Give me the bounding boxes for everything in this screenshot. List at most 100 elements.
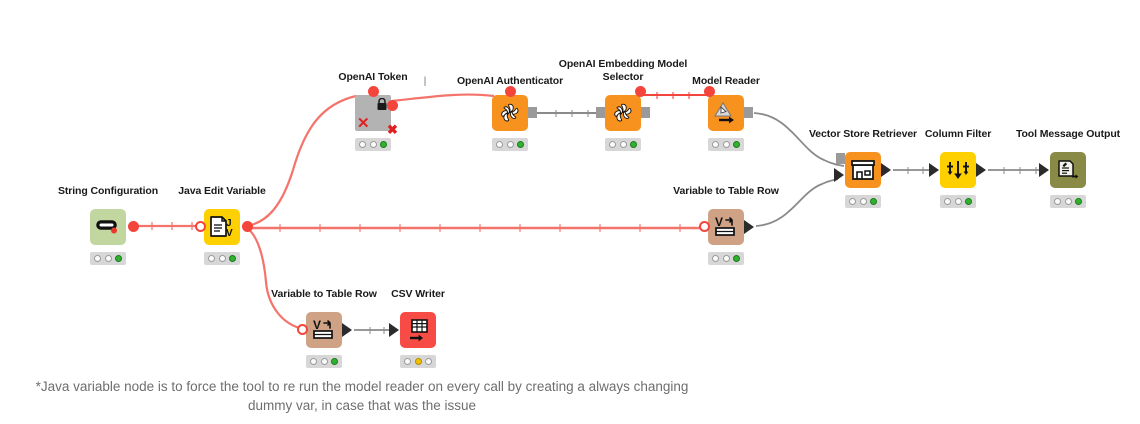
port-out-java-edit-variable[interactable] (242, 221, 253, 232)
port-out-openai-embedding-model-selector[interactable] (641, 107, 650, 118)
port-out-openai-token[interactable] (387, 100, 398, 111)
led-executed (517, 141, 525, 148)
java-edit-variable-body[interactable]: J V (204, 209, 240, 245)
node-label-tool-message-output: Tool Message Output (1015, 128, 1121, 140)
port-out-string-configuration[interactable] (128, 221, 139, 232)
led-idle (1053, 198, 1061, 205)
port-out-variable-to-table-row-bottom[interactable] (342, 323, 352, 337)
status-java-edit-variable (204, 252, 240, 265)
led-queued (954, 198, 962, 205)
node-label-variable-to-table-row-bottom: Variable to Table Row (271, 288, 377, 300)
led-queued (722, 141, 730, 148)
port-in-variable-to-table-row-top[interactable] (699, 221, 710, 232)
status-csv-writer (400, 355, 436, 368)
led-idle (358, 141, 366, 148)
status-openai-embedding-model-selector (605, 138, 641, 151)
led-executed (870, 198, 878, 205)
openai-embedding-model-selector-body[interactable] (605, 95, 641, 131)
csv-write-icon (410, 319, 428, 342)
node-label-openai-authenticator: OpenAI Authenticator (456, 75, 564, 87)
status-column-filter (940, 195, 976, 208)
status-openai-authenticator (492, 138, 528, 151)
port-in-vectorstore-model[interactable] (836, 153, 845, 164)
led-idle (711, 255, 719, 262)
column-filter-body[interactable] (940, 152, 976, 188)
port-out-openai-authenticator[interactable] (528, 107, 537, 118)
tool-message-icon (1058, 160, 1079, 179)
status-model-reader (708, 138, 744, 151)
svg-text:J: J (226, 218, 232, 229)
led-queued (619, 141, 627, 148)
led-executed (425, 358, 433, 365)
store-icon (851, 160, 875, 180)
node-label-vector-store-retriever: Vector Store Retriever (808, 128, 918, 140)
port-in-csv-writer[interactable] (389, 323, 399, 337)
string-configuration-body[interactable] (90, 209, 126, 245)
led-queued (218, 255, 226, 262)
text-caret-marker: | (423, 75, 427, 87)
port-out-vector-store-retriever[interactable] (881, 163, 891, 177)
column-filter-icon (947, 161, 969, 179)
error-x-icon-outer: ✖ (387, 122, 398, 137)
led-executed (733, 255, 741, 262)
node-label-csv-writer: CSV Writer (391, 288, 445, 300)
led-queued (722, 255, 730, 262)
port-in-openai-embedding-model-selector[interactable] (596, 107, 605, 118)
variable-to-table-icon: V (313, 318, 333, 339)
status-string-configuration (90, 252, 126, 265)
led-executed (331, 358, 339, 365)
port-in-java-edit-variable[interactable] (195, 221, 206, 232)
led-queued (369, 141, 377, 148)
port-model-in-model-reader[interactable] (704, 86, 715, 97)
node-openai-token[interactable]: OpenAI Token ✕ ✖ (338, 71, 408, 151)
led-executed (630, 141, 638, 148)
led-executed (1075, 198, 1083, 205)
openai-authenticator-body[interactable] (492, 95, 528, 131)
status-tool-message-output (1050, 195, 1086, 208)
model-reader-body[interactable] (708, 95, 744, 131)
openai-logo-icon (614, 103, 632, 122)
node-label-java-edit-variable: Java Edit Variable (178, 185, 266, 197)
port-model-out-embedding-selector[interactable] (635, 86, 646, 97)
variable-to-table-icon: V (715, 215, 735, 236)
led-idle (848, 198, 856, 205)
svg-text:V: V (226, 228, 233, 239)
java-script-icon: J V (210, 216, 233, 239)
port-in-openai-token[interactable] (368, 86, 379, 97)
string-field-icon (96, 220, 117, 234)
led-idle (711, 141, 719, 148)
port-out-column-filter[interactable] (976, 163, 986, 177)
port-in-tool-message-output[interactable] (1039, 163, 1049, 177)
led-executed (965, 198, 973, 205)
status-vector-store-retriever (845, 195, 881, 208)
led-configured (414, 358, 422, 365)
svg-text:V: V (313, 318, 321, 332)
workflow-annotation-footnote: *Java variable node is to force the tool… (35, 379, 689, 413)
port-in-variable-to-table-row-bottom[interactable] (297, 324, 308, 335)
vector-store-retriever-body[interactable] (845, 152, 881, 188)
variable-to-table-row-bottom-body[interactable]: V (306, 312, 342, 348)
led-idle (608, 141, 616, 148)
csv-writer-body[interactable] (400, 312, 436, 348)
led-idle (943, 198, 951, 205)
node-label-model-reader: Model Reader (692, 75, 760, 87)
status-variable-to-table-row-bottom (306, 355, 342, 368)
led-idle (403, 358, 411, 365)
tool-message-output-body[interactable] (1050, 152, 1086, 188)
port-out-variable-to-table-row-top[interactable] (744, 220, 754, 234)
port-in-vectorstore-data[interactable] (834, 168, 844, 182)
port-in-column-filter[interactable] (929, 163, 939, 177)
status-openai-token (355, 138, 391, 151)
led-idle (309, 358, 317, 365)
led-idle (93, 255, 101, 262)
port-in-openai-authenticator[interactable] (505, 86, 516, 97)
led-executed (380, 141, 388, 148)
variable-to-table-row-top-body[interactable]: V (708, 209, 744, 245)
led-queued (859, 198, 867, 205)
node-label-variable-to-table-row-top: Variable to Table Row (673, 185, 779, 197)
openai-token-body[interactable]: ✕ (355, 95, 391, 131)
error-x-icon-inner: ✕ (357, 115, 370, 132)
port-out-model-reader[interactable] (744, 107, 753, 118)
wire-javaeditvariable-to-openaitoken (246, 94, 357, 228)
